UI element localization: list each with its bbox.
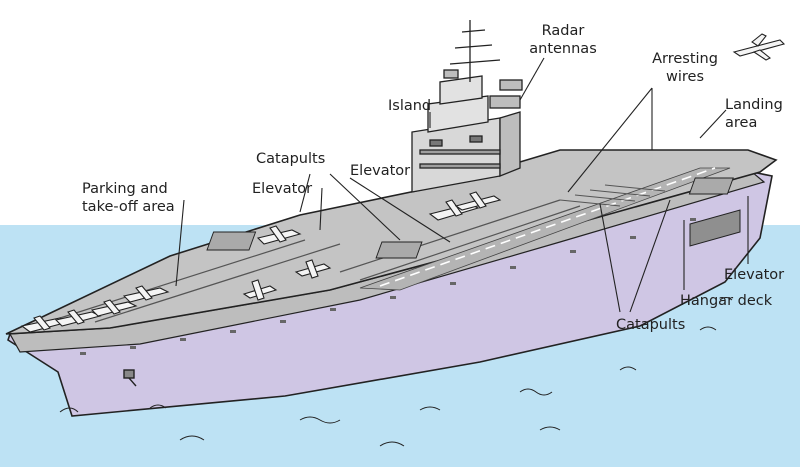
elevator-center-platform	[375, 241, 423, 259]
hull-portholes	[80, 218, 696, 355]
label-landing-line1: Landing	[725, 97, 783, 113]
catapult-tracks-waist	[339, 199, 581, 281]
leader-landing	[699, 109, 727, 139]
label-radar-antennas: Radar antennas	[529, 22, 597, 58]
label-radar-line2: antennas	[529, 41, 597, 57]
leader-catapults-fore-2	[329, 173, 401, 241]
arresting-wires	[559, 184, 666, 207]
leader-parking	[175, 199, 185, 287]
label-hangar-deck: Hangar deck	[680, 293, 773, 309]
label-arresting-line1: Arresting	[652, 51, 718, 67]
flying-jet	[732, 33, 786, 61]
leader-elevator-fore	[319, 187, 323, 231]
leader-catapults-waist-1	[599, 203, 621, 313]
label-elevator-fore: Elevator	[252, 181, 313, 197]
label-parking-line1: Parking and	[82, 181, 168, 197]
landing-lane	[359, 167, 731, 291]
label-elevator-center: Elevator	[350, 163, 411, 179]
landing-centerline	[379, 167, 716, 287]
anchor	[123, 369, 137, 387]
elevator-fore-platform	[206, 231, 257, 251]
label-catapults-waist: Catapults	[616, 317, 686, 333]
label-elevator-aft: Elevator	[724, 267, 785, 283]
leader-radar	[519, 57, 545, 101]
leader-catapults-waist-2	[629, 199, 671, 313]
sea-wake	[59, 297, 733, 447]
aircraft-on-deck	[20, 191, 502, 333]
leader-arresting-2	[567, 87, 653, 193]
label-catapults-fore: Catapults	[256, 151, 326, 167]
label-landing-area: Landing area	[725, 96, 783, 132]
catapult-tracks-fore	[59, 239, 341, 323]
island-superstructure	[411, 75, 521, 193]
hangar-deck-opening	[689, 209, 741, 247]
label-parking-take-off: Parking and take-off area	[82, 180, 175, 216]
leader-elevator-center	[349, 177, 451, 243]
leader-catapults-fore-1	[299, 173, 311, 213]
label-landing-line2: area	[725, 115, 758, 131]
elevator-aft-platform	[688, 177, 734, 195]
label-arresting-line2: wires	[665, 69, 705, 85]
label-island: Island	[388, 98, 432, 114]
radar-mast	[443, 20, 523, 109]
leader-lines	[175, 57, 749, 313]
label-parking-line2: take-off area	[82, 199, 175, 215]
label-arresting-wires: Arresting wires	[652, 50, 718, 86]
label-radar-line1: Radar	[541, 23, 585, 39]
